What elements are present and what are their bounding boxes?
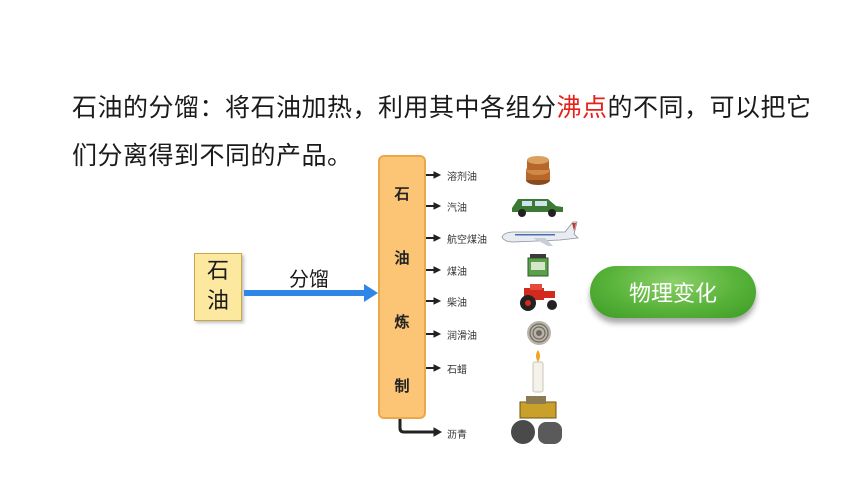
car-icon — [512, 199, 563, 217]
tower-char-1: 石 — [394, 185, 410, 203]
tractor-icon — [520, 284, 557, 311]
road-roller-icon — [511, 396, 562, 444]
airplane-icon — [501, 221, 579, 246]
tower-char-2: 油 — [394, 249, 410, 267]
product-asphalt: 沥青 — [447, 430, 467, 441]
crude-oil-char-1: 石 — [206, 259, 229, 284]
tower-char-3: 炼 — [394, 313, 410, 331]
crude-oil-char-2: 油 — [206, 289, 229, 314]
intro-text-1: 石油的分馏：将石油加热，利用其中各组分 — [72, 93, 557, 122]
product-paraffin: 石蜡 — [447, 365, 467, 376]
barrel-stack-icon — [526, 156, 550, 185]
distillation-label: 分馏 — [289, 267, 329, 291]
product-kerosene: 煤油 — [447, 267, 467, 278]
boiling-point-highlight: 沸点 — [556, 93, 608, 122]
intro-line-2: 们分离得到不同的产品。 — [72, 141, 353, 170]
stove-icon — [527, 254, 549, 277]
product-arrows — [398, 171, 443, 437]
intro-line-1: 石油的分馏：将石油加热，利用其中各组分沸点的不同，可以把它 — [72, 88, 812, 124]
distillation-arrow — [244, 284, 378, 302]
product-solvent-oil: 溶剂油 — [447, 172, 477, 183]
physical-change-badge: 物理变化 — [590, 266, 756, 318]
tower-char-4: 制 — [394, 377, 410, 395]
refining-tower: 石 油 炼 制 — [378, 155, 426, 419]
crude-oil-box: 石 油 — [194, 253, 242, 321]
product-lubricating-oil: 润滑油 — [447, 331, 477, 342]
lubricant-coil-icon — [527, 321, 551, 345]
candle-icon — [532, 350, 544, 393]
product-jet-fuel: 航空煤油 — [447, 235, 487, 246]
product-diesel: 柴油 — [447, 298, 467, 309]
intro-text-2: 的不同，可以把它 — [607, 93, 812, 122]
product-gasoline: 汽油 — [447, 203, 467, 214]
